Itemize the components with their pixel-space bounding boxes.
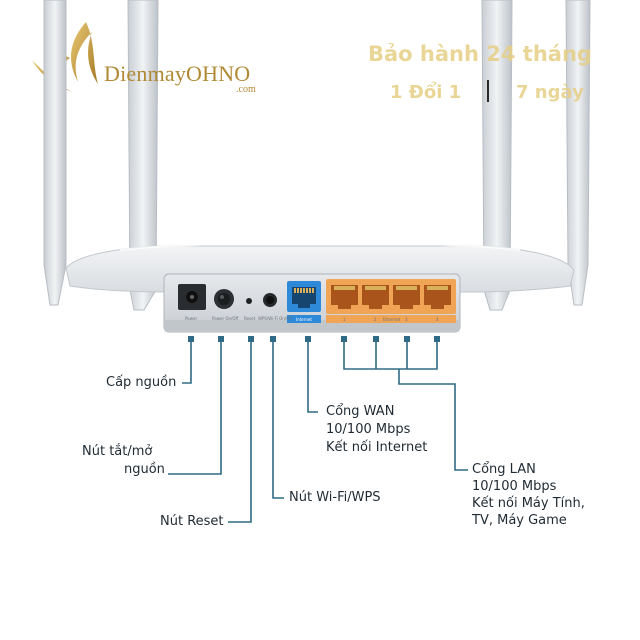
lan-ports-block [326,279,456,314]
promo-exchange: 1 Đổi 1 [390,82,462,103]
label-wan-line2: 10/100 Mbps [326,422,411,437]
brand-domain: .com [236,84,256,95]
port-label: Ethernet [383,317,401,322]
callout-line-wan [307,341,318,413]
label-power-switch-line2: nguồn [124,462,165,477]
callout-line-lan [343,341,468,471]
label-wan-line1: Cổng WAN [326,404,395,419]
lan-port-3-icon [393,285,420,309]
label-lan-line4: TV, Máy Game [472,513,567,528]
lan-label-strip [326,315,456,323]
label-wifi-wps: Nút Wi-Fi/WPS [289,490,381,505]
label-lan-line2: 10/100 Mbps [472,479,557,494]
power-switch-icon [214,289,234,309]
wps-button-icon [263,293,277,307]
promo-days: 7 ngày [516,82,584,103]
label-reset: Nút Reset [160,514,224,529]
label-lan-line1: Cổng LAN [472,462,536,477]
port-label: WPS/Wi-Fi On/Off [258,316,292,321]
wan-port-icon [287,281,321,312]
port-label: Internet [296,317,312,322]
label-power-switch-line1: Nút tắt/mở [82,444,153,459]
reset-hole-icon [246,298,252,304]
lan-port-2-icon [362,285,389,309]
power-jack-icon [178,284,206,310]
callout-dots [188,336,440,342]
port-label: 4 [436,317,439,322]
port-label: 1 [343,317,346,322]
callout-line-power [182,341,192,384]
callout-lines [168,341,468,523]
brand-name: DienmayOHNO [104,61,251,86]
lan-port-1-icon [331,285,358,309]
promo-warranty: Bảo hành 24 tháng [368,42,592,66]
callout-line-power-switch [168,341,222,475]
port-label: Power On/Off [212,316,239,321]
port-label: 3 [405,317,408,322]
port-label: 2 [374,317,377,322]
wan-label-strip [287,315,321,323]
label-lan-line3: Kết nối Máy Tính, [472,496,585,511]
promo-divider [487,80,489,102]
antenna-left-outer [43,0,67,306]
lan-port-4-icon [424,285,451,309]
label-power-in: Cấp nguồn [106,375,177,390]
callout-line-reset [228,341,252,523]
port-label: Power [185,316,197,321]
callout-line-wifi [272,341,284,499]
label-wan-line3: Kết nối Internet [326,440,428,455]
port-label: Reset [244,316,256,321]
